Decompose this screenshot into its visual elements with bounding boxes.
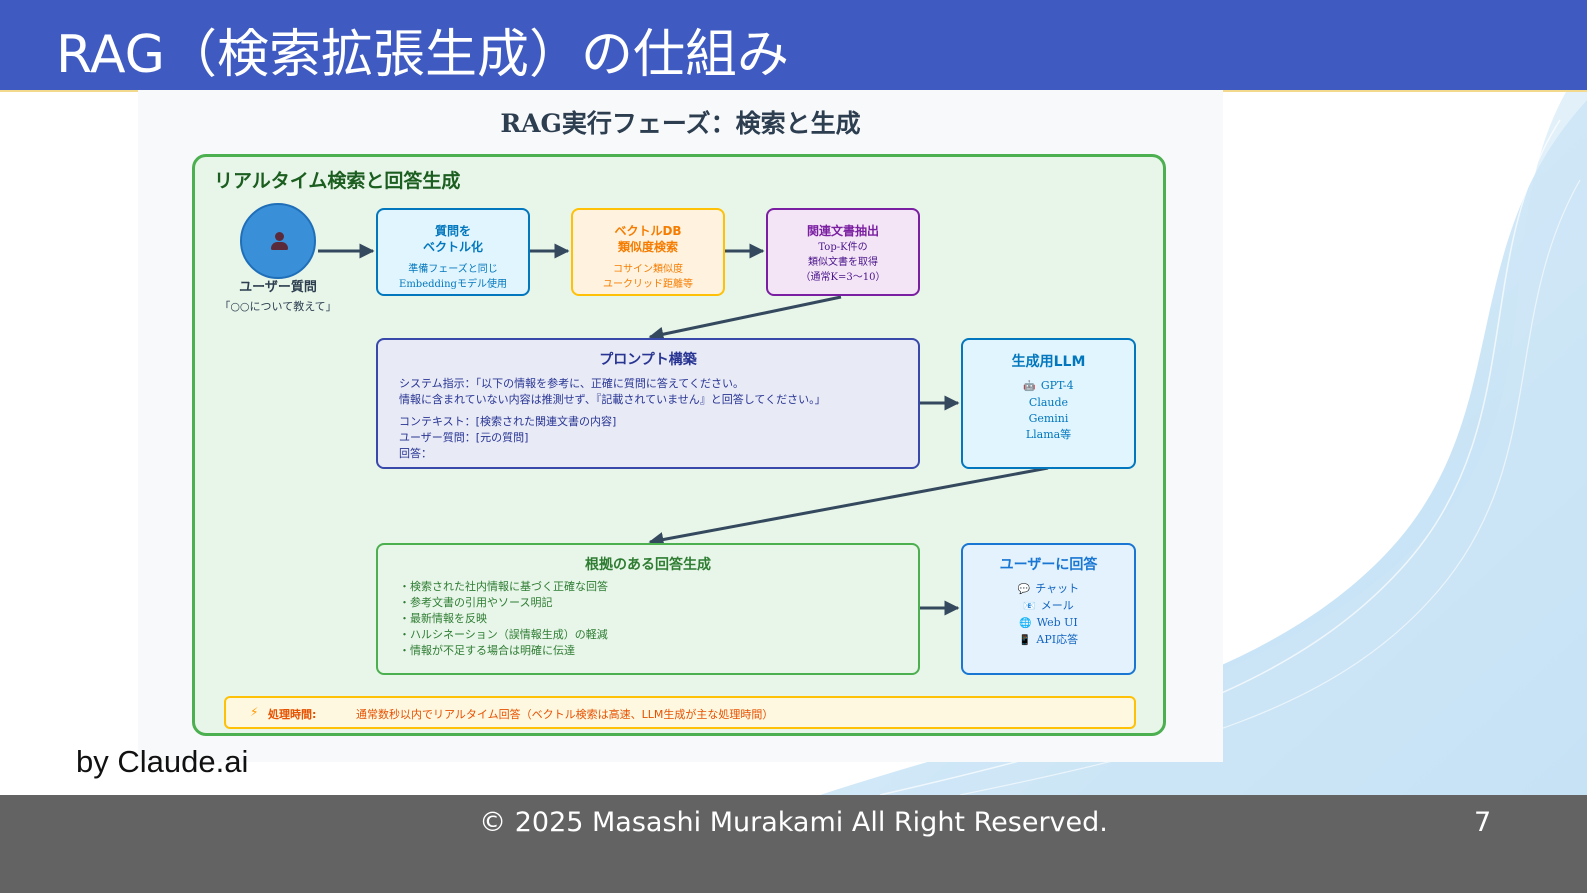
extract-box: 関連文書抽出 Top-K件の 類似文書を取得 （通常K=3〜10） [766, 208, 920, 296]
lightning-icon: ⚡ [250, 705, 259, 719]
prompt-box: プロンプト構築 システム指示：「以下の情報を参考に、正確に質問に答えてください。… [376, 338, 920, 469]
slide-title: RAG（検索拡張生成）の仕組み [56, 25, 789, 85]
globe-icon: 🌐 [1019, 618, 1032, 629]
arrow-llm-to-answer [648, 466, 1049, 547]
answer-bullet-4: ・ハルシネーション（誤情報生成）の軽減 [399, 628, 608, 641]
deliver-item-chat: 💬チャット [963, 581, 1134, 598]
frame-title: リアルタイム検索と回答生成 [214, 170, 461, 192]
processing-time-bar: ⚡ 処理時間: 通常数秒以内でリアルタイム回答（ベクトル検索は高速、LLM生成が… [224, 696, 1136, 729]
deliver-item-mail: 📧メール [963, 598, 1134, 615]
answer-bullet-3: ・最新情報を反映 [399, 612, 487, 625]
page-number: 7 [1474, 807, 1492, 838]
deliver-item-api: 📱API応答 [963, 632, 1134, 649]
vectorize-title-1: 質問を [434, 224, 471, 238]
llm-title: 生成用LLM [1011, 354, 1086, 370]
speech-bubble-icon: 💬 [1017, 584, 1031, 595]
deliver-box: ユーザーに回答 💬チャット 📧メール 🌐Web UI 📱API応答 [961, 543, 1136, 675]
vectorize-box: 質問を ベクトル化 準備フェーズと同じ Embeddingモデル使用 [376, 208, 530, 296]
diagram-panel: RAG実行フェーズ：検索と生成 リアルタイム検索と回答生成 ユーザー質問 「○○… [138, 90, 1223, 762]
mail-icon: 📧 [1023, 601, 1036, 612]
arrow-extract-to-prompt [648, 295, 842, 342]
phone-icon: 📱 [1018, 635, 1032, 646]
vectordb-title-2: 類似度検索 [617, 240, 678, 254]
robot-icon: 🤖 [1023, 381, 1036, 392]
answer-title: 根拠のある回答生成 [585, 557, 711, 573]
extract-note-3: （通常K=3〜10） [800, 272, 886, 283]
answer-bullet-5: ・情報が不足する場合は明確に伝達 [399, 644, 575, 657]
user-question-label: ユーザー質問 [239, 280, 317, 295]
prompt-line-system-2: 情報に含まれていない内容は推測せず、『記載されていません』と回答してください。」 [399, 393, 826, 406]
llm-item-llama: Llama等 [1025, 428, 1072, 441]
user-avatar [240, 203, 316, 279]
extract-note-1: Top-K件の [818, 242, 868, 253]
vectordb-note-2: ユークリッド距離等 [603, 279, 693, 290]
llm-item-gpt4: GPT-4 [1040, 379, 1074, 392]
vectordb-box: ベクトルDB 類似度検索 コサイン類似度 ユークリッド距離等 [571, 208, 725, 296]
slide-header: RAG（検索拡張生成）の仕組み [0, 0, 1587, 92]
vectordb-note-1: コサイン類似度 [613, 264, 683, 275]
copyright: © 2025 Masashi Murakami All Right Reserv… [479, 807, 1108, 838]
llm-item-gemini: Gemini [1028, 412, 1069, 425]
deliver-item-webui: 🌐Web UI [963, 615, 1134, 632]
vectorize-note-2: Embeddingモデル使用 [399, 279, 507, 290]
prompt-line-answer: 回答： [399, 447, 432, 460]
prompt-title: プロンプト構築 [599, 352, 697, 368]
extract-note-2: 類似文書を取得 [808, 257, 878, 268]
answer-bullet-1: ・検索された社内情報に基づく正確な回答 [399, 580, 608, 593]
deliver-title: ユーザーに回答 [999, 557, 1098, 573]
vectorize-title-2: ベクトル化 [422, 240, 483, 254]
prompt-line-context: コンテキスト：[検索された関連文書の内容] [399, 415, 617, 428]
flow-arrows [318, 243, 1049, 616]
processing-time-label: 処理時間: [268, 708, 317, 721]
prompt-line-question: ユーザー質問：[元の質問] [399, 431, 529, 444]
extract-title: 関連文書抽出 [806, 224, 879, 238]
vectorize-note-1: 準備フェーズと同じ [408, 264, 498, 275]
answer-box: 根拠のある回答生成 ・検索された社内情報に基づく正確な回答 ・参考文書の引用やソ… [376, 543, 920, 675]
diagram-title: RAG実行フェーズ：検索と生成 [500, 109, 861, 138]
slide-footer: © 2025 Masashi Murakami All Right Reserv… [0, 795, 1587, 893]
answer-bullet-2: ・参考文書の引用やソース明記 [399, 596, 553, 609]
llm-item-claude: Claude [1028, 396, 1069, 409]
byline: by Claude.ai [76, 744, 249, 779]
prompt-line-system-1: システム指示：「以下の情報を参考に、正確に質問に答えてください。 [399, 377, 744, 390]
user-question-example: 「○○について教えて」 [219, 300, 337, 313]
processing-time-text: 通常数秒以内でリアルタイム回答（ベクトル検索は高速、LLM生成が主な処理時間） [356, 708, 774, 721]
vectordb-title-1: ベクトルDB [614, 224, 682, 238]
llm-box: 生成用LLM 🤖 GPT-4 Claude Gemini Llama等 [961, 338, 1136, 469]
